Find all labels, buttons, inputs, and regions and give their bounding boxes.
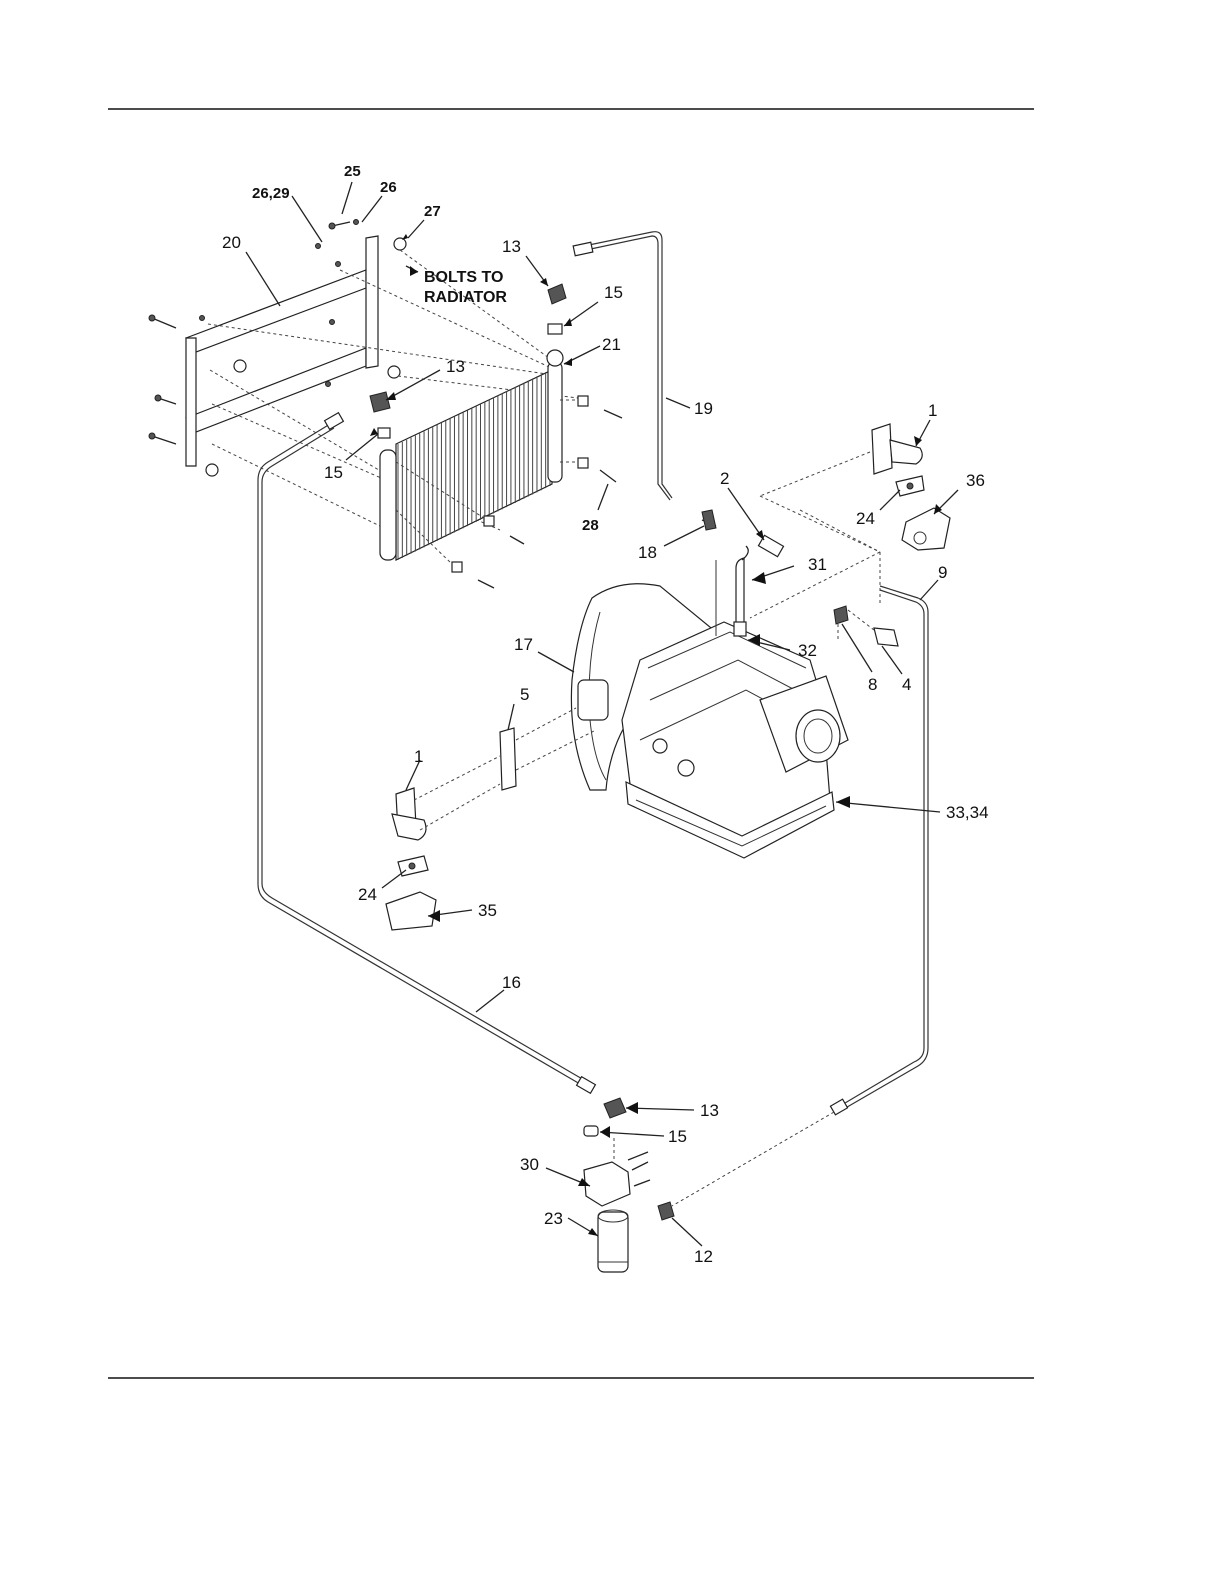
label-28: 28 xyxy=(582,517,599,534)
label-35: 35 xyxy=(478,901,497,920)
label-24-front: 24 xyxy=(358,885,377,904)
transmission xyxy=(571,546,848,858)
part-2-fitting xyxy=(702,510,784,557)
label-12: 12 xyxy=(694,1247,713,1266)
label-25: 25 xyxy=(344,163,361,180)
label-13-filter: 13 xyxy=(700,1101,719,1120)
label-8: 8 xyxy=(868,675,877,694)
label-4: 4 xyxy=(902,675,911,694)
label-17: 17 xyxy=(514,635,533,654)
label-18: 18 xyxy=(638,543,657,562)
label-19: 19 xyxy=(694,399,713,418)
label-26-29: 26,29 xyxy=(252,185,290,202)
filter-assembly xyxy=(584,1098,674,1272)
label-23: 23 xyxy=(544,1209,563,1228)
label-31: 31 xyxy=(808,555,827,574)
rear-mount-assembly xyxy=(750,424,950,618)
note-radiator: RADIATOR xyxy=(424,289,507,306)
label-1-rear: 1 xyxy=(928,401,937,420)
label-1-front: 1 xyxy=(414,747,423,766)
label-26: 26 xyxy=(380,179,397,196)
label-15-cooler: 15 xyxy=(324,463,343,482)
label-32: 32 xyxy=(798,641,817,660)
label-21: 21 xyxy=(602,335,621,354)
label-24-rear: 24 xyxy=(856,509,875,528)
mounting-bracket xyxy=(186,236,406,476)
label-33-34: 33,34 xyxy=(946,803,989,822)
label-9: 9 xyxy=(938,563,947,582)
label-16: 16 xyxy=(502,973,521,992)
label-20: 20 xyxy=(222,233,241,252)
note-bolts-to: BOLTS TO xyxy=(424,269,503,286)
oil-cooler xyxy=(380,350,563,560)
label-36: 36 xyxy=(966,471,985,490)
label-13-top: 13 xyxy=(502,237,521,256)
bracket-bolts xyxy=(149,220,359,445)
label-2: 2 xyxy=(720,469,729,488)
label-15-top: 15 xyxy=(604,283,623,302)
label-27: 27 xyxy=(424,203,441,220)
label-13-cooler: 13 xyxy=(446,357,465,376)
label-30: 30 xyxy=(520,1155,539,1174)
label-15-filter: 15 xyxy=(668,1127,687,1146)
label-5: 5 xyxy=(520,685,529,704)
front-mount-assembly xyxy=(386,708,596,930)
